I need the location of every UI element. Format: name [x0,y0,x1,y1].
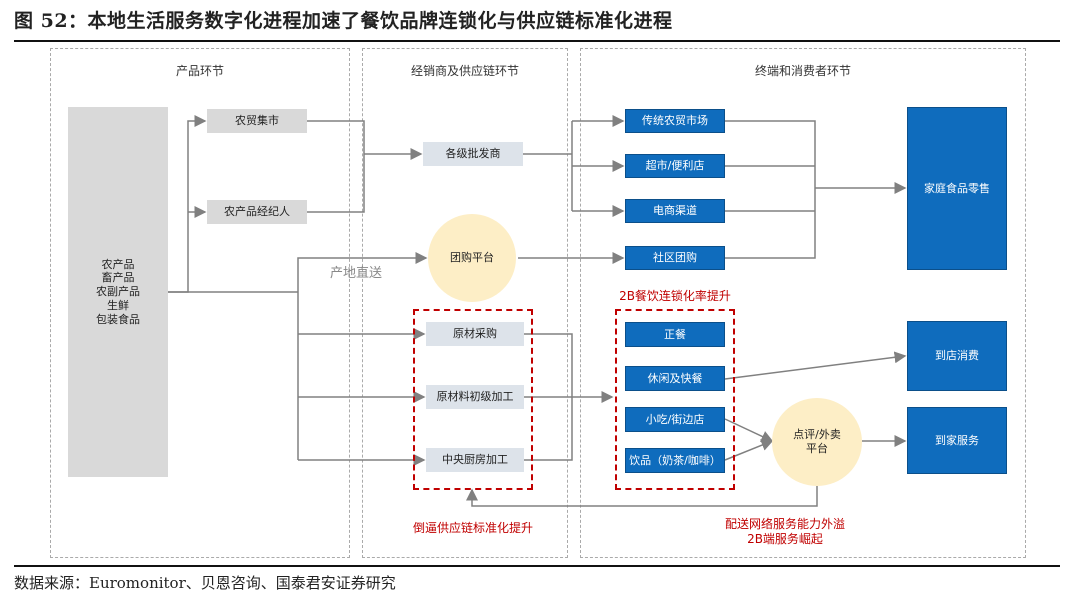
raw-purchase-node: 原材采购 [426,322,524,346]
delivery-annotation-1: 配送网络服务能力外溢 [724,517,845,531]
section-distribution-label: 经销商及供应链环节 [410,64,519,78]
group-platform-node: 团购平台 [428,214,516,302]
supermarket-node: 超市/便利店 [625,154,725,178]
direct-delivery-label: 产地直送 [330,266,383,281]
trad-market-node: 传统农贸市场 [625,109,725,133]
raw-process-node: 原材料初级加工 [426,385,524,409]
supply-chain-redbox [413,309,533,490]
source-item: 农副产品 [96,285,140,299]
figure-title: 图 52：本地生活服务数字化进程加速了餐饮品牌连锁化与供应链标准化进程 [14,10,673,32]
source-box: 农产品 畜产品 农副产品 生鲜 包装食品 [68,107,168,477]
ecommerce-node: 电商渠道 [625,199,725,223]
delivery-annotation-2: 2B端服务崛起 [747,532,823,546]
section-distribution [362,48,568,558]
casual-fast-node: 休闲及快餐 [625,366,725,391]
review-platform-node: 点评/外卖平台 [772,398,862,486]
wholesale-node: 各级批发商 [423,142,523,166]
home-service-node: 到家服务 [907,407,1007,474]
source-item: 生鲜 [107,298,129,312]
source-footer: 数据来源：Euromonitor、贝恩咨询、国泰君安证券研究 [14,574,396,592]
community-node: 社区团购 [625,246,725,270]
farm-market-node: 农贸集市 [207,109,307,133]
supply-std-annotation: 倒逼供应链标准化提升 [412,521,533,535]
chain-rate-annotation: 2B餐饮连锁化率提升 [619,289,731,303]
source-item: 畜产品 [101,271,135,285]
snack-node: 小吃/街边店 [625,407,725,432]
title-rule [14,40,1060,42]
footer-rule [14,565,1060,567]
agent-node: 农产品经纪人 [207,200,307,224]
central-kitchen-node: 中央厨房加工 [426,448,524,472]
drinks-node: 饮品（奶茶/咖啡） [625,448,725,473]
restaurant-redbox [615,309,735,490]
source-item: 农产品 [101,257,135,271]
formal-meal-node: 正餐 [625,322,725,347]
review-platform-label: 点评/外卖平台 [793,428,841,455]
source-item: 包装食品 [96,312,140,326]
section-product-label: 产品环节 [175,64,224,78]
section-terminal [580,48,1026,558]
section-terminal-label: 终端和消费者环节 [754,64,851,78]
dine-in-node: 到店消费 [907,321,1007,391]
section-product [50,48,350,558]
home-retail-node: 家庭食品零售 [907,107,1007,270]
